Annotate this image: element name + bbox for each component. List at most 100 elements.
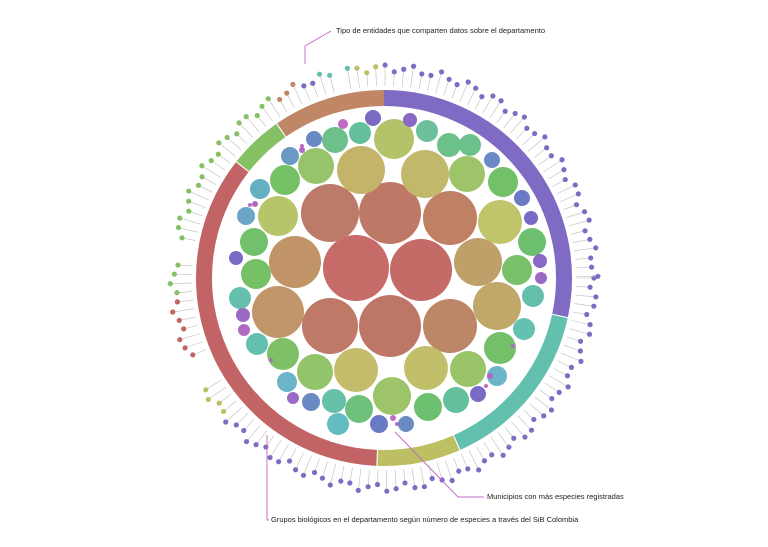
- lollipop-stem: [367, 469, 370, 487]
- lollipop-dot: [176, 317, 182, 323]
- municipality-bubble: [238, 324, 250, 336]
- lollipop-dot: [465, 79, 471, 85]
- municipality-bubble: [487, 366, 507, 386]
- lollipop-dot: [532, 130, 538, 137]
- annotation-municipalities: Municipios con más especies registradas: [487, 492, 624, 501]
- lollipop-stem: [467, 88, 477, 106]
- lollipop-stem: [295, 452, 304, 470]
- lollipop-dot: [438, 69, 445, 75]
- municipality-bubble: [306, 131, 322, 147]
- lollipop-dot: [559, 157, 565, 163]
- lollipop-dot: [586, 217, 592, 223]
- lollipop-stem: [401, 69, 405, 87]
- lollipop-dot: [259, 103, 265, 109]
- lollipop-dot: [170, 309, 176, 315]
- lollipop-stem: [349, 467, 353, 484]
- lollipop-dot: [205, 396, 211, 403]
- municipality-bubble: [252, 286, 304, 338]
- municipality-bubble: [502, 255, 532, 285]
- lollipop-stem: [179, 333, 201, 340]
- lollipop-dot: [528, 427, 535, 433]
- lollipop-stem: [205, 379, 222, 391]
- municipality-bubble: [404, 346, 448, 390]
- municipality-bubble: [390, 415, 396, 421]
- lollipop-stem: [269, 439, 282, 458]
- lollipop-stem: [172, 308, 195, 313]
- municipality-bubble: [513, 318, 535, 340]
- municipality-bubble: [301, 184, 359, 242]
- lollipop-dot: [174, 299, 180, 305]
- lollipop-stem: [568, 219, 590, 227]
- municipality-bubble: [373, 377, 411, 415]
- lollipop-dot: [449, 477, 455, 484]
- lollipop-dot: [167, 281, 173, 287]
- lollipop-stem: [543, 159, 563, 172]
- lollipop-stem: [218, 142, 236, 157]
- lollipop-dot: [490, 93, 496, 99]
- lollipop-stem: [497, 432, 510, 448]
- lollipop-stem: [201, 176, 217, 185]
- municipality-bubble: [454, 238, 502, 286]
- lollipop-stem: [211, 160, 226, 171]
- lollipop-stem: [225, 406, 243, 423]
- lollipop-stem: [490, 437, 504, 456]
- lollipop-stem: [460, 453, 469, 470]
- lollipop-stem: [303, 85, 311, 101]
- municipality-bubble-pack: [229, 110, 547, 435]
- lollipop-dot: [195, 182, 202, 188]
- lollipop-dot: [216, 400, 222, 406]
- lollipop-stem: [557, 360, 572, 368]
- lollipop-dot: [374, 481, 381, 488]
- municipality-bubble: [403, 113, 417, 127]
- lollipop-dot: [265, 96, 271, 102]
- lollipop-dot: [588, 255, 594, 261]
- lollipop-stem: [548, 169, 565, 180]
- municipality-bubble: [437, 133, 461, 157]
- municipality-bubble: [484, 332, 516, 364]
- municipality-bubble: [269, 236, 321, 288]
- municipality-bubble: [401, 150, 449, 198]
- lollipop-stem: [329, 75, 335, 93]
- municipality-bubble: [302, 393, 320, 411]
- lollipop-dot: [277, 96, 283, 103]
- municipality-bubble: [299, 147, 305, 153]
- municipality-bubble: [370, 415, 388, 433]
- lollipop-stem: [533, 147, 547, 159]
- lollipop-dot: [542, 134, 548, 140]
- biological-groups-ring: [196, 90, 572, 466]
- municipality-bubble: [423, 191, 477, 245]
- lollipop-stem: [226, 137, 242, 151]
- municipality-bubble: [277, 372, 297, 392]
- municipality-bubble: [365, 110, 381, 126]
- lollipop-stem: [188, 200, 206, 209]
- lollipop-dot: [564, 373, 571, 379]
- municipality-bubble: [484, 152, 500, 168]
- lollipop-dot: [284, 90, 290, 96]
- entity-lollipop-ring: [167, 62, 601, 494]
- municipality-bubble: [459, 134, 481, 156]
- lollipop-dot: [241, 427, 247, 434]
- lollipop-dot: [276, 459, 282, 465]
- annotation-biological-groups: Grupos biológicos en el departamento seg…: [271, 515, 579, 524]
- lollipop-dot: [522, 434, 528, 440]
- municipality-bubble: [250, 179, 270, 199]
- lollipop-dot: [327, 72, 333, 78]
- lollipop-stem: [574, 303, 594, 307]
- lollipop-dot: [267, 454, 273, 461]
- lollipop-stem: [201, 165, 221, 178]
- municipality-bubble: [252, 201, 258, 207]
- lollipop-dot: [548, 153, 554, 159]
- lollipop-dot: [587, 284, 593, 290]
- lollipop-dot: [216, 140, 222, 146]
- lollipop-dot: [338, 478, 344, 484]
- municipality-bubble: [359, 295, 421, 357]
- lollipop-stem: [356, 68, 360, 88]
- lollipop-stem: [245, 116, 260, 133]
- municipality-bubble: [443, 387, 469, 413]
- lollipop-dot: [311, 469, 318, 476]
- lollipop-dot: [588, 264, 595, 270]
- municipality-bubble: [487, 373, 493, 379]
- lollipop-dot: [544, 145, 550, 151]
- lollipop-dot: [199, 174, 205, 180]
- lollipop-stem: [517, 415, 532, 431]
